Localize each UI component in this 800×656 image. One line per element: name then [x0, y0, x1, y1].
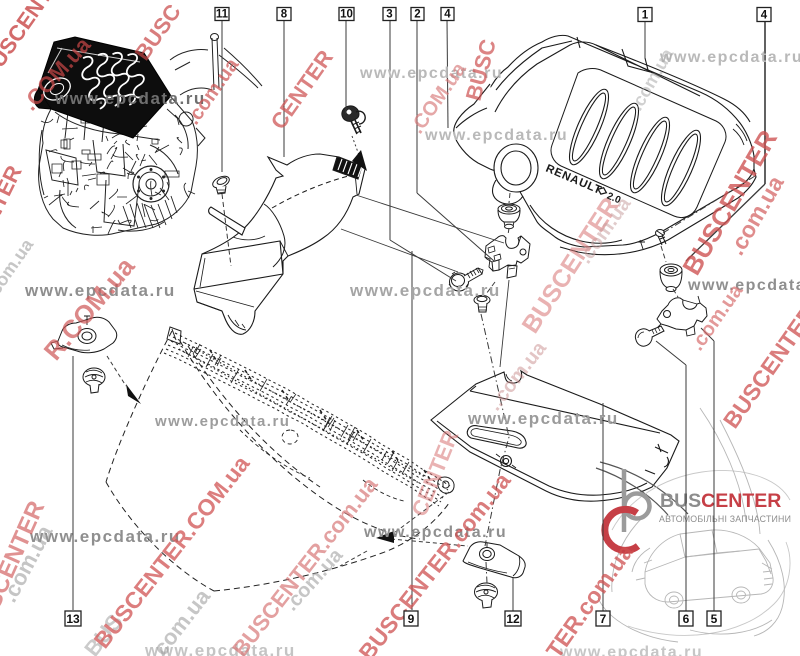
svg-text:9: 9: [408, 612, 415, 626]
svg-text:www.epcdata.ru: www.epcdata.ru: [144, 641, 296, 656]
svg-text:2: 2: [414, 9, 420, 21]
svg-text:www.epcdata.ru: www.epcdata.ru: [424, 127, 568, 144]
svg-text:3: 3: [386, 9, 392, 21]
svg-text:7: 7: [600, 612, 607, 626]
svg-text:6: 6: [683, 612, 690, 626]
svg-text:www.epcdata.ru: www.epcdata.ru: [559, 644, 703, 656]
svg-text:BUSCENTER: BUSCENTER: [660, 490, 781, 512]
svg-text:2.0: 2.0: [605, 191, 622, 207]
svg-text:www.epcdata.ru: www.epcdata.ru: [154, 413, 290, 430]
svg-text:11: 11: [216, 9, 229, 21]
svg-text:4: 4: [444, 9, 451, 21]
svg-text:1: 1: [642, 10, 649, 22]
svg-text:www.epcdata.ru: www.epcdata.ru: [363, 524, 507, 541]
svg-text:www.epcdata.ru: www.epcdata.ru: [659, 49, 800, 66]
svg-text:10: 10: [340, 9, 353, 21]
svg-text:www.epcdata.ru: www.epcdata.ru: [467, 409, 619, 428]
svg-text:12: 12: [506, 612, 520, 626]
svg-text:8: 8: [281, 9, 288, 21]
svg-text:5: 5: [711, 612, 718, 626]
svg-text:www.epcdata.ru: www.epcdata.ru: [349, 281, 501, 300]
svg-text:www.epcdata.ru: www.epcdata.ru: [359, 65, 503, 82]
svg-text:www.epcdata.ru: www.epcdata.ru: [687, 277, 800, 294]
svg-text:4: 4: [761, 10, 768, 22]
svg-text:www.epcdata.ru: www.epcdata.ru: [29, 527, 181, 546]
svg-text:13: 13: [66, 612, 80, 626]
svg-text:АВТОМОБІЛЬНІ ЗАПЧАСТИНИ: АВТОМОБІЛЬНІ ЗАПЧАСТИНИ: [659, 514, 791, 524]
svg-text:www.epcdata.ru: www.epcdata.ru: [54, 89, 206, 108]
svg-text:www.epcdata.ru: www.epcdata.ru: [24, 281, 176, 300]
